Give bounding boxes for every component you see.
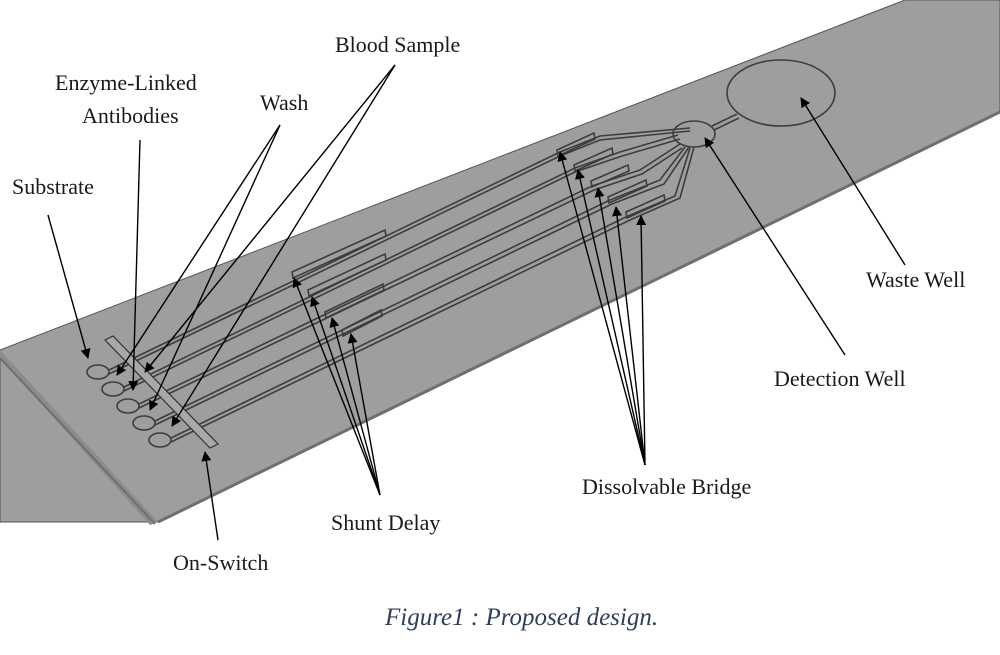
annotation-arrows <box>47 64 906 541</box>
arrow-bridge-2 <box>575 169 646 466</box>
arrow-shunt-3 <box>329 317 381 496</box>
inlet-well-enzyme <box>101 381 125 397</box>
dissolvable-bridges <box>556 131 666 220</box>
label-antibodies: Antibodies <box>82 103 179 128</box>
arrow-on-switch <box>201 451 219 541</box>
label-wash: Wash <box>260 90 308 115</box>
arrow-blood-1 <box>144 64 396 373</box>
waste-well <box>726 59 836 127</box>
arrow-shunt-1 <box>292 277 381 496</box>
inlet-well-wash-2 <box>132 415 156 431</box>
shunt-delays <box>291 228 387 338</box>
label-detection-well: Detection Well <box>774 366 906 391</box>
arrow-shunt-4 <box>347 333 381 496</box>
figure-caption: Figure1 : Proposed design. <box>384 604 658 631</box>
label-on-switch: On-Switch <box>173 550 268 575</box>
arrow-detection-well <box>704 137 846 356</box>
inlet-well-blood <box>148 432 172 448</box>
label-enzyme-linked: Enzyme-Linked <box>55 70 197 95</box>
detection-well <box>672 120 716 148</box>
arrow-shunt-2 <box>310 296 381 496</box>
arrow-wash-1 <box>116 124 281 376</box>
label-waste-well: Waste Well <box>866 267 965 292</box>
arrow-blood-2 <box>171 64 396 427</box>
inlet-well-wash-1 <box>116 398 140 414</box>
label-blood-sample: Blood Sample <box>335 32 460 57</box>
waste-connector <box>711 113 740 131</box>
arrow-waste-well <box>800 97 906 266</box>
arrow-bridge-5 <box>636 215 647 466</box>
arrow-bridge-3 <box>594 187 646 466</box>
chip-substrate <box>0 0 1000 525</box>
label-shunt-delay: Shunt Delay <box>331 510 440 535</box>
inlet-wells <box>86 364 172 448</box>
arrow-bridge-1 <box>557 151 646 466</box>
arrow-wash-2 <box>149 124 281 411</box>
label-dissolvable-bridge: Dissolvable Bridge <box>582 474 751 499</box>
inlet-well-substrate <box>86 364 110 380</box>
arrow-substrate <box>47 214 91 359</box>
arrow-bridge-4 <box>612 206 646 466</box>
label-substrate: Substrate <box>12 174 94 199</box>
